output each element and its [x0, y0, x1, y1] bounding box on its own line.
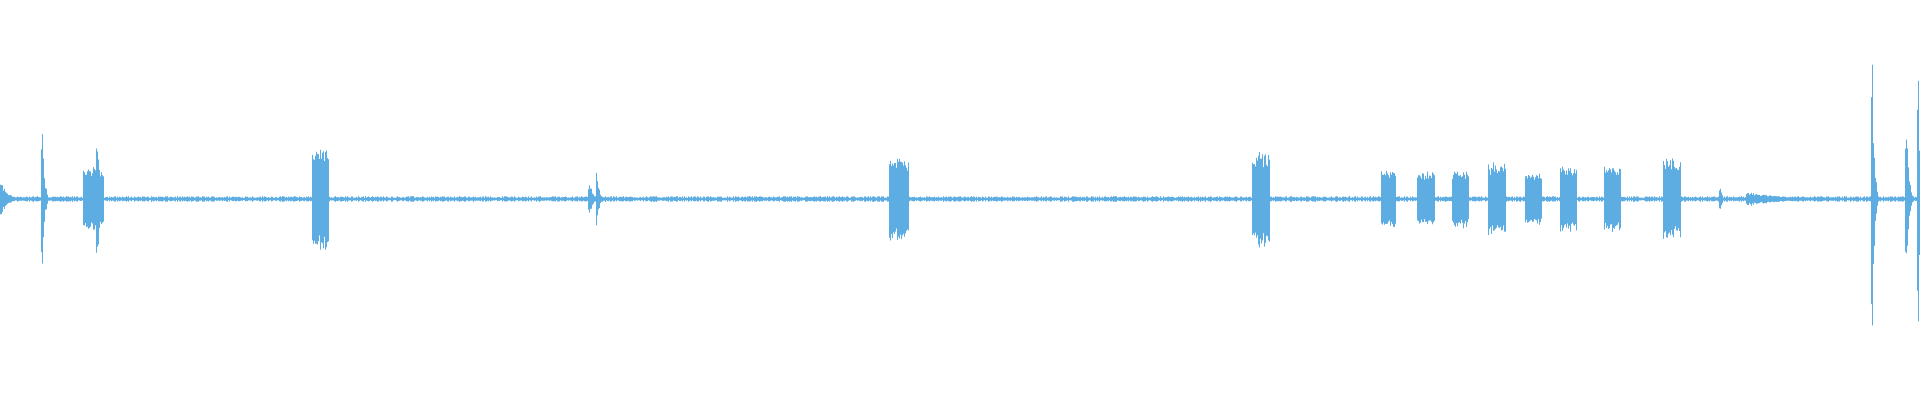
waveform-bars: [0, 64, 1920, 326]
waveform-trace: [0, 64, 1920, 326]
